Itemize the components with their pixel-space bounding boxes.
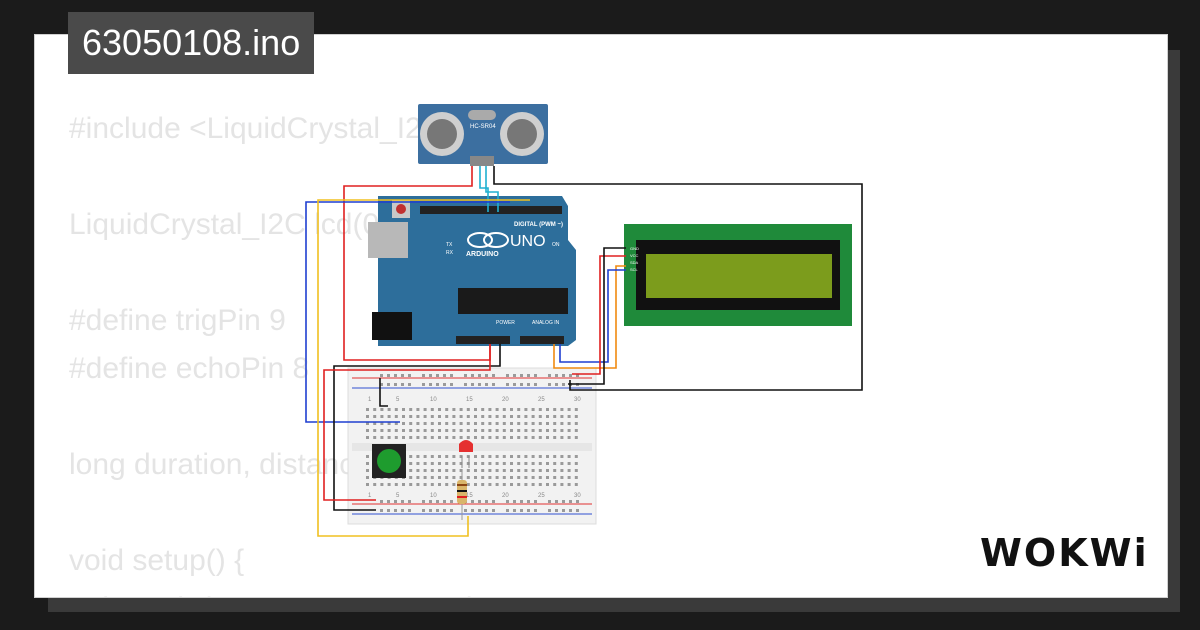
wokwi-logo[interactable]: WOKWi xyxy=(978,522,1150,580)
power-jack xyxy=(372,312,412,340)
code-line: #define echoPin 8 xyxy=(69,352,310,385)
digital-label: DIGITAL (PWM ~) xyxy=(514,222,563,228)
lcd-pin: GND xyxy=(630,246,639,251)
col-label: 5 xyxy=(396,397,400,403)
col-label: 20 xyxy=(502,493,509,499)
red-led[interactable] xyxy=(459,440,473,468)
digital-header xyxy=(420,206,562,214)
on-label: ON xyxy=(552,242,560,248)
col-label: 15 xyxy=(466,397,473,403)
analog-header xyxy=(520,336,564,344)
power-label: POWER xyxy=(496,320,515,326)
lcd-pin: SDA xyxy=(630,260,639,265)
arduino-label: ARDUINO xyxy=(466,251,499,258)
breadboard-holes xyxy=(366,374,579,512)
col-label: 30 xyxy=(574,493,581,499)
wokwi-logo-text: WOKWi xyxy=(980,531,1149,575)
push-button[interactable] xyxy=(372,444,406,478)
analog-label: ANALOG IN xyxy=(532,320,560,326)
col-label: 15 xyxy=(466,493,473,499)
col-label: 1 xyxy=(368,397,372,403)
tx-label: TX xyxy=(446,242,453,248)
col-label: 25 xyxy=(538,397,545,403)
rx-label: RX xyxy=(446,250,454,256)
usb-port xyxy=(368,222,408,258)
code-line: pinMode(7, INPUT_PULLUP); xyxy=(69,585,529,597)
col-label: 10 xyxy=(430,493,437,499)
col-label: 30 xyxy=(574,397,581,403)
ultrasonic-sensor[interactable]: HC-SR04 xyxy=(418,104,548,166)
arduino-logo-icon xyxy=(467,232,493,248)
lcd-pin: VCC xyxy=(630,253,639,258)
arduino-uno[interactable]: DIGITAL (PWM ~) UNO ARDUINO TX RX ON POW… xyxy=(368,196,576,346)
col-label: 5 xyxy=(396,493,400,499)
project-filename: 63050108.ino xyxy=(68,12,315,74)
wires xyxy=(305,166,863,537)
col-label: 10 xyxy=(430,397,437,403)
lcd-pin: SCL xyxy=(630,267,639,272)
button-cap xyxy=(377,449,401,473)
lcd-display[interactable]: GND VCC SDA SCL xyxy=(624,224,852,326)
code-line: void setup() { xyxy=(69,544,245,577)
breadboard-column-labels: 1 5 10 15 20 25 30 1 5 10 15 20 25 30 xyxy=(368,397,581,499)
lcd-screen xyxy=(646,254,832,298)
col-label: 25 xyxy=(538,493,545,499)
uno-label: UNO xyxy=(510,233,546,250)
resistor xyxy=(457,472,467,520)
col-label: 20 xyxy=(502,397,509,403)
atmega-chip xyxy=(458,288,568,314)
col-label: 1 xyxy=(368,493,372,499)
code-line: #define trigPin 9 xyxy=(69,304,286,337)
power-header xyxy=(456,336,510,344)
sensor-label: HC-SR04 xyxy=(470,124,496,130)
